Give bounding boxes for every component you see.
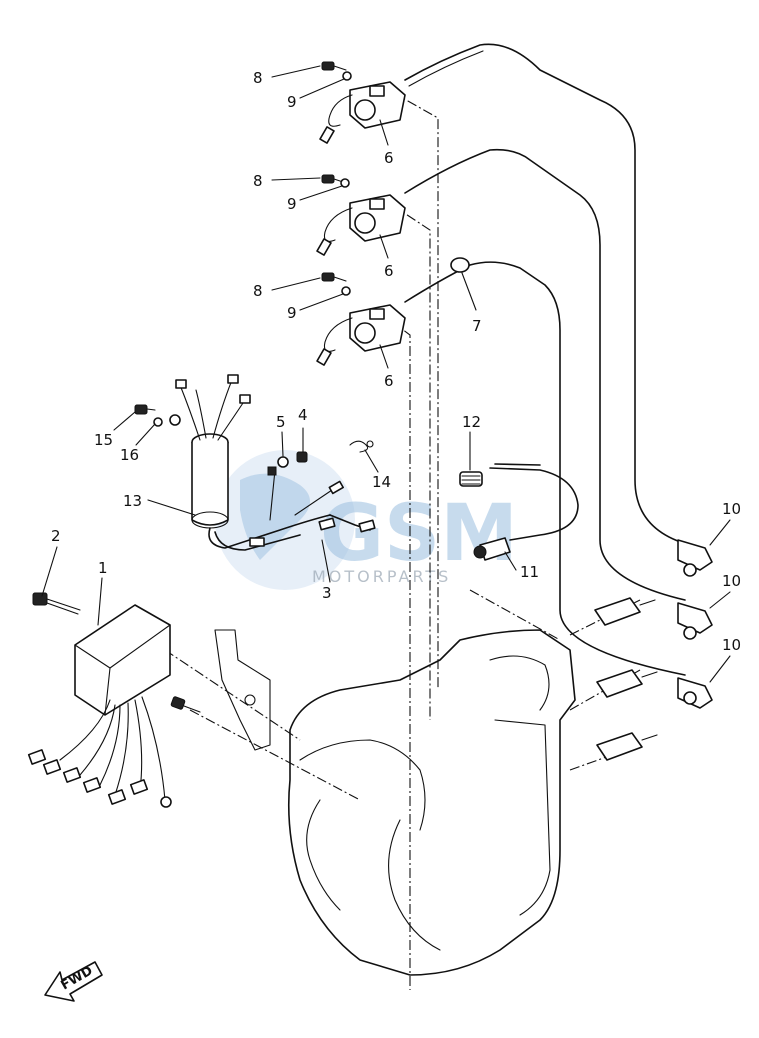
- callout-8-bottom: 8: [253, 282, 263, 300]
- callout-14: 14: [372, 473, 391, 491]
- cord-grommet: [450, 257, 470, 273]
- callout-3: 3: [322, 584, 332, 602]
- leader-lines: [41, 65, 731, 683]
- cdi-bolt: [32, 592, 81, 615]
- callout-10-top: 10: [722, 500, 741, 518]
- callout-11: 11: [520, 563, 539, 581]
- callout-8-middle: 8: [253, 172, 263, 190]
- callout-4: 4: [298, 406, 308, 424]
- callout-6-bottom: 6: [384, 372, 394, 390]
- fwd-arrow-icon: FWD: [44, 961, 103, 1002]
- callout-7: 7: [472, 317, 482, 335]
- callout-12: 12: [462, 413, 481, 431]
- callout-13: 13: [123, 492, 142, 510]
- bracket-bolt: [170, 696, 201, 713]
- callout-10-bottom: 10: [722, 636, 741, 654]
- coil-washers: [340, 71, 352, 296]
- ignition-coil-3: [316, 304, 406, 366]
- callout-9-bottom: 9: [287, 304, 297, 322]
- callout-8-top: 8: [253, 69, 263, 87]
- callout-6-middle: 6: [384, 262, 394, 280]
- watermark-brand: GSM: [320, 489, 518, 579]
- plug-cap-2: [677, 602, 713, 640]
- watermark-subtitle: MOTORPARTS: [312, 567, 451, 586]
- engine-block: [214, 629, 576, 976]
- callout-labels: 8 9 6 8 9 6 8 9 6 7 12 4 5 14 15 16 13 3…: [51, 69, 741, 654]
- spark-plugs: [594, 597, 658, 761]
- ignition-coil-1: [319, 81, 406, 144]
- pulser-coil-assembly: [169, 374, 376, 551]
- ignition-coil-2: [316, 194, 406, 256]
- plug-cap-3: [677, 677, 713, 709]
- callout-9-middle: 9: [287, 195, 297, 213]
- callout-10-middle: 10: [722, 572, 741, 590]
- callout-9-top: 9: [287, 93, 297, 111]
- watermark-logo: GSM MOTORPARTS: [215, 450, 518, 590]
- thermo-sensor: [459, 463, 579, 561]
- coil-bolts: [321, 61, 347, 282]
- callout-15: 15: [94, 431, 113, 449]
- callout-2: 2: [51, 527, 61, 545]
- callout-6-top: 6: [384, 149, 394, 167]
- cdi-unit: [27, 604, 172, 808]
- plug-cap-1: [677, 539, 713, 577]
- callout-5: 5: [276, 413, 286, 431]
- callout-16: 16: [120, 446, 139, 464]
- callout-1: 1: [98, 559, 108, 577]
